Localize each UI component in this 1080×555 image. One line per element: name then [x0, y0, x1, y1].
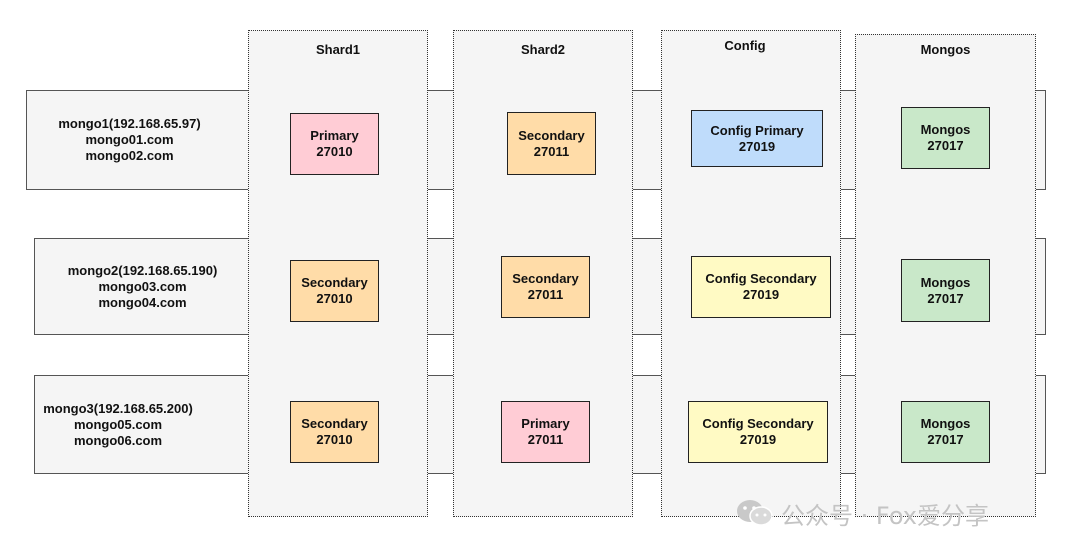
column-shard1: Shard1 Primary 27010 Secondary 27010 Sec…	[248, 30, 428, 517]
host-domain: mongo02.com	[85, 148, 174, 163]
watermark: 公众号 · Fox爱分享	[735, 495, 989, 531]
node-role: Config Secondary	[702, 416, 814, 431]
node-port: 27019	[739, 432, 777, 447]
node-role: Mongos	[920, 274, 971, 290]
wechat-icon	[737, 500, 773, 526]
node-port: 27017	[927, 290, 964, 306]
node-role: Mongos	[920, 416, 971, 431]
node-config-secondary: Config Secondary 27019	[688, 401, 828, 463]
host-name: mongo3(192.168.65.200)	[43, 400, 193, 416]
host-name: mongo1(192.168.65.97)	[58, 116, 201, 131]
column-title: Shard1	[315, 42, 361, 57]
column-shard2: Shard2 Secondary 27011 Secondary 27011 P…	[453, 30, 633, 517]
node-role: Secondary	[301, 275, 368, 290]
node-shard2-secondary: Secondary 27011	[501, 256, 590, 318]
host-domain: mongo05.com	[73, 416, 163, 432]
node-role: Mongos	[920, 122, 971, 137]
node-role: Config Primary	[710, 122, 804, 138]
node-port: 27010	[316, 291, 353, 306]
node-port: 27011	[527, 287, 564, 302]
node-mongos: Mongos 27017	[901, 259, 990, 322]
column-mongos: Mongos Mongos 27017 Mongos 27017 Mongos …	[855, 34, 1036, 517]
node-config-primary: Config Primary 27019	[691, 110, 823, 167]
node-port: 27011	[527, 432, 564, 447]
node-port: 27019	[738, 138, 776, 154]
node-role: Config Secondary	[705, 271, 817, 286]
node-port: 27019	[742, 287, 780, 302]
node-role: Secondary	[301, 416, 368, 431]
column-title: Mongos	[920, 42, 971, 57]
node-port: 27011	[533, 143, 570, 159]
column-config: Config Config Primary 27019 Config Secon…	[661, 30, 841, 517]
node-shard1-primary: Primary 27010	[290, 113, 379, 175]
node-port: 27010	[316, 432, 353, 447]
node-shard2-primary: Primary 27011	[501, 401, 590, 463]
node-mongos: Mongos 27017	[901, 107, 990, 169]
node-mongos: Mongos 27017	[901, 401, 990, 463]
node-role: Secondary	[512, 271, 579, 286]
host-domain: mongo04.com	[98, 294, 187, 310]
node-shard1-secondary: Secondary 27010	[290, 260, 379, 322]
node-port: 27017	[927, 432, 964, 447]
node-shard1-secondary: Secondary 27010	[290, 401, 379, 463]
node-role: Primary	[521, 416, 570, 431]
host-domain: mongo03.com	[98, 278, 187, 294]
node-role: Primary	[310, 128, 359, 143]
column-title: Config	[724, 38, 766, 53]
node-shard2-secondary: Secondary 27011	[507, 112, 596, 175]
node-port: 27010	[316, 144, 353, 159]
host-name: mongo2(192.168.65.190)	[67, 262, 218, 278]
node-config-secondary: Config Secondary 27019	[691, 256, 831, 318]
column-title: Shard2	[520, 42, 566, 57]
host-domain: mongo06.com	[73, 432, 163, 448]
host-domain: mongo01.com	[85, 132, 174, 147]
node-role: Secondary	[518, 127, 585, 143]
watermark-text: 公众号 · Fox爱分享	[781, 501, 989, 530]
node-port: 27017	[927, 138, 964, 153]
